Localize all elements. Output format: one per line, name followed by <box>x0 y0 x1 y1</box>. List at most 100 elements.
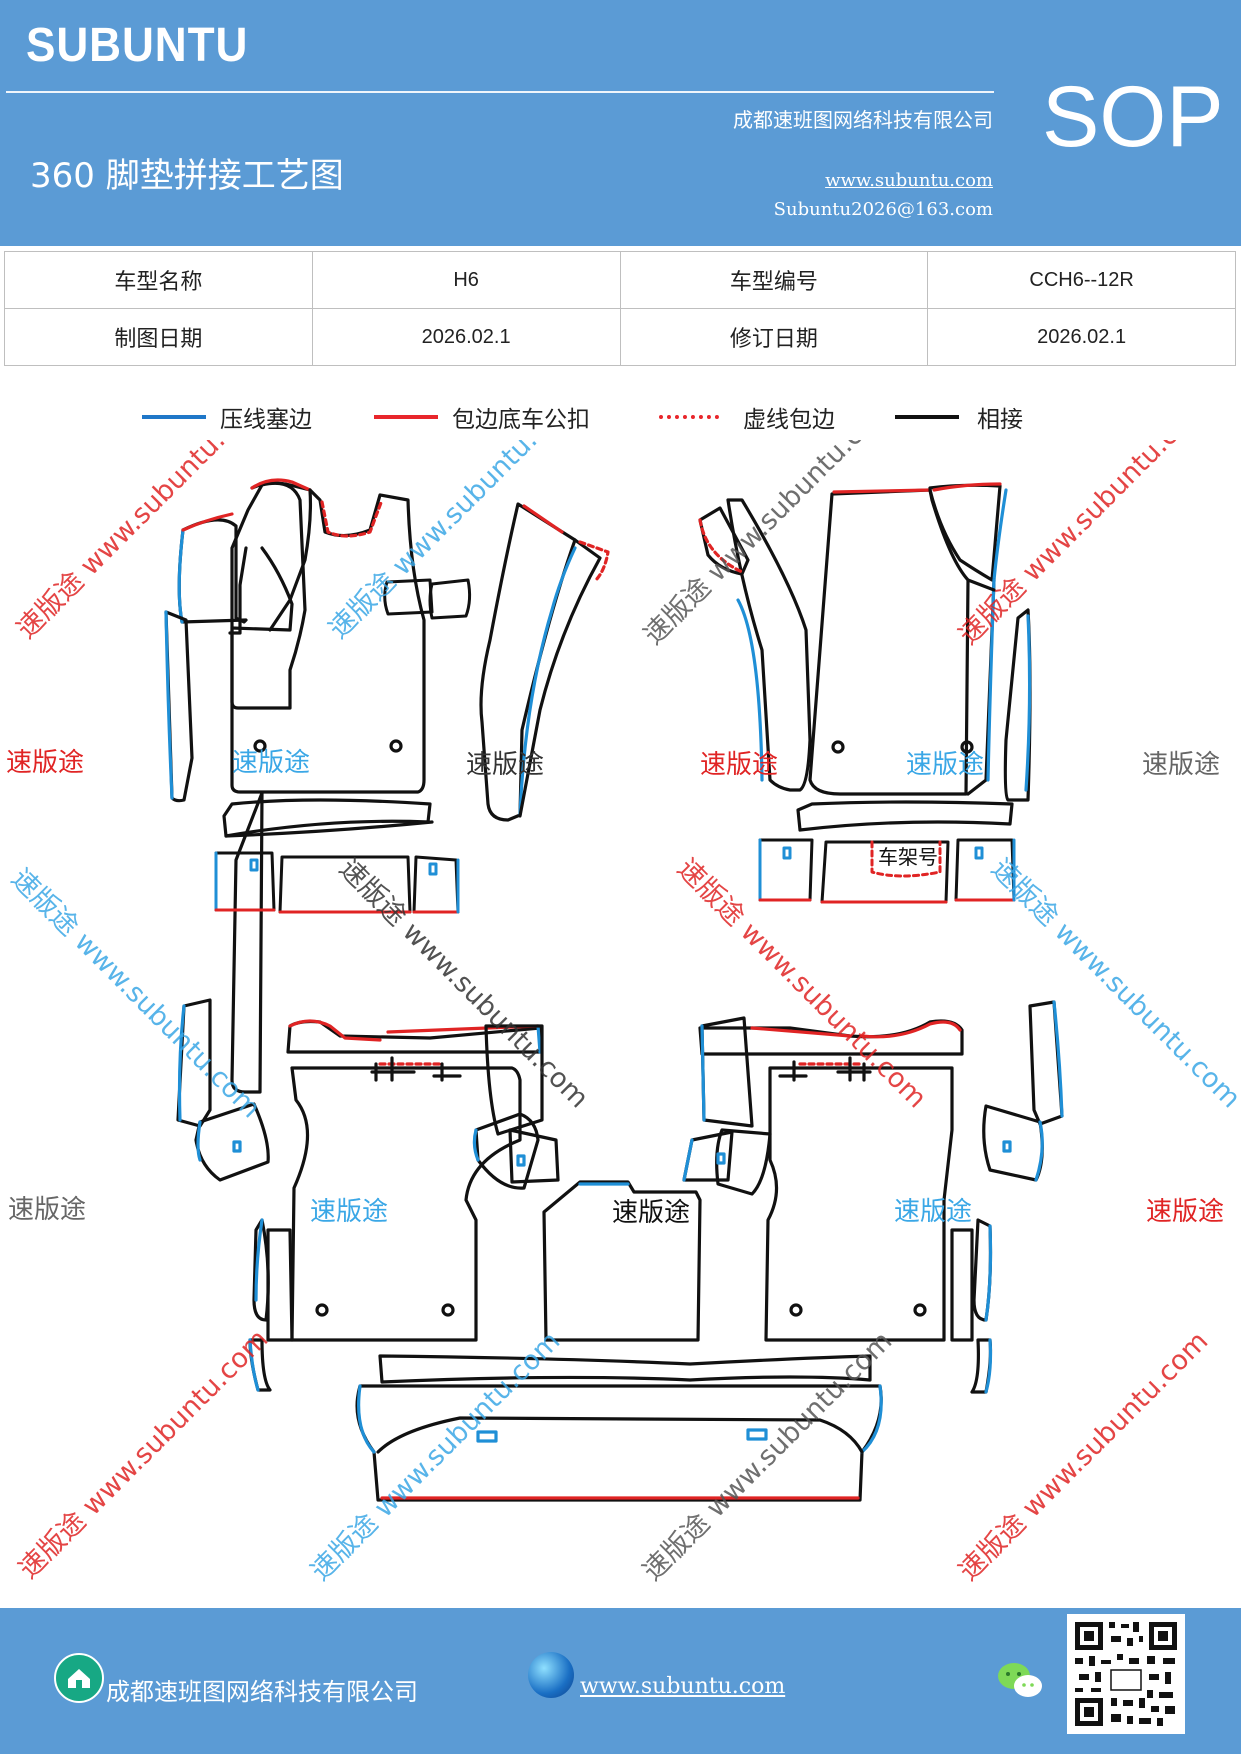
legend-swatch <box>142 415 206 419</box>
watermark-layer: 速版途 速版途 速版途 速版途 速版途 速版途 速版途 速版途 速版途 速版途 … <box>6 748 1224 1228</box>
watermark-text: 速版途 <box>612 1198 690 1228</box>
table-row: 制图日期 2026.02.1 修订日期 2026.02.1 <box>4 308 1236 366</box>
mat-piece <box>230 481 307 710</box>
wechat-icon[interactable] <box>996 1660 1044 1702</box>
mat-piece <box>290 1066 522 1342</box>
mat-clip <box>249 858 259 872</box>
floor-mat-diagram: 车架号 <box>5 440 1241 1587</box>
mat-piece <box>254 1218 264 1302</box>
watermark-text: 速版途 <box>1142 750 1220 780</box>
mat-clip <box>782 846 792 860</box>
mat-piece <box>250 478 312 492</box>
mat-piece <box>1052 1000 1064 1118</box>
mat-hole <box>913 1303 927 1317</box>
mat-piece <box>320 498 384 538</box>
header-website-link[interactable]: www.subuntu.com <box>825 170 993 191</box>
mat-piece <box>992 488 1008 582</box>
home-icon-glyph <box>68 1669 90 1688</box>
mat-clip <box>476 1430 498 1443</box>
mat-clip <box>1002 1140 1012 1153</box>
mat-piece <box>370 1056 462 1082</box>
mat-piece <box>860 1020 962 1039</box>
model-code-label: 车型编号 <box>619 251 929 309</box>
mat-piece <box>700 1024 706 1122</box>
mat-hole <box>441 1303 455 1317</box>
mat-piece <box>950 1228 974 1342</box>
mat-piece <box>778 1056 872 1082</box>
mat-piece <box>288 1019 382 1042</box>
mat-piece <box>932 482 1002 492</box>
mat-piece <box>536 1024 542 1054</box>
mat-piece <box>928 483 1002 582</box>
footer-website-link[interactable]: www.subuntu.com <box>580 1674 786 1699</box>
header-email[interactable]: Subuntu2026@163.com <box>773 199 993 220</box>
watermark-diagonal: 速版途 www.subuntu.com <box>13 1324 274 1585</box>
qr-code-icon <box>1067 1614 1185 1734</box>
front-left-door-strip <box>479 502 610 822</box>
mat-piece <box>376 1416 864 1454</box>
mat-piece <box>700 1016 754 1128</box>
rear-step-pads-right: 车架号 <box>758 838 1016 904</box>
mat-piece <box>1024 614 1032 792</box>
watermark-diagonal: 速版途 www.subuntu.com <box>333 853 594 1114</box>
mat-piece <box>252 1218 270 1322</box>
mat-piece <box>966 578 996 592</box>
legend-label: 包边底车公扣 <box>452 407 590 433</box>
watermark-text: 速版途 <box>1146 1197 1224 1227</box>
mat-piece <box>177 1004 186 1122</box>
watermark-text: 速版途 <box>232 748 310 778</box>
mat-clip <box>716 1152 726 1165</box>
mat-piece <box>522 504 564 534</box>
mat-clip <box>428 862 438 876</box>
watermark-text: 速版途 <box>6 748 84 778</box>
mat-piece <box>870 840 942 878</box>
mat-piece <box>764 1066 954 1342</box>
mat-clip <box>974 846 984 860</box>
mat-piece <box>266 1228 294 1342</box>
watermark-diagonal: 速版途 www.subuntu.com <box>5 863 266 1124</box>
draw-date-value: 2026.02.1 <box>311 308 621 366</box>
mat-hole <box>960 740 974 754</box>
mat-piece <box>1034 1120 1044 1182</box>
mat-clip <box>232 1140 242 1153</box>
mat-piece <box>428 578 472 620</box>
mat-piece <box>698 506 750 576</box>
mat-piece <box>698 518 744 574</box>
model-name-label: 车型名称 <box>4 251 313 309</box>
rear-mat-assembly <box>176 998 1064 1502</box>
watermark-text: 速版途 <box>894 1197 972 1227</box>
mat-clip <box>516 1154 526 1167</box>
model-name-value: H6 <box>311 251 621 309</box>
watermark-text: 速版途 <box>700 750 778 780</box>
header-company-name: 成都速班图网络科技有限公司 <box>733 108 993 132</box>
watermark-diagonal: 速版途 www.subuntu.com <box>305 1326 566 1587</box>
front-left-mat-group <box>164 478 434 1094</box>
legend: 压线塞边 包边底车公扣 虚线包边 相接 <box>0 400 1241 440</box>
mat-piece <box>984 1224 993 1322</box>
legend-label: 虚线包边 <box>743 407 835 433</box>
mat-piece <box>984 1338 993 1394</box>
mat-piece <box>860 1384 883 1454</box>
watermark-diagonal: 速版途 www.subuntu.com <box>953 1326 1214 1587</box>
header-banner: SUBUNTU 成都速班图网络科技有限公司 360 脚垫拼接工艺图 www.su… <box>0 0 1241 246</box>
mat-piece <box>164 610 174 800</box>
mat-piece <box>682 1138 694 1182</box>
watermark-diagonal: 速版途 www.subuntu.com <box>985 853 1241 1114</box>
mat-piece <box>508 1128 560 1184</box>
vin-label: 车架号 <box>878 845 938 869</box>
pedal-rest-group <box>383 578 472 620</box>
mat-hole <box>253 739 267 753</box>
mat-piece <box>578 540 610 582</box>
mat-piece <box>736 598 764 782</box>
model-code-value: CCH6--12R <box>927 251 1236 309</box>
front-right-mat-group <box>698 482 1032 832</box>
document-title: 360 脚垫拼接工艺图 <box>30 156 344 196</box>
mat-piece <box>986 578 996 782</box>
header-divider <box>6 91 994 93</box>
watermark-diagonal: 速版途 www.subuntu.com <box>323 440 584 645</box>
mat-piece <box>177 528 185 624</box>
mat-piece <box>518 546 577 817</box>
mat-piece <box>177 518 248 624</box>
legend-label: 相接 <box>977 407 1023 433</box>
sop-label: SOP <box>1042 69 1224 165</box>
